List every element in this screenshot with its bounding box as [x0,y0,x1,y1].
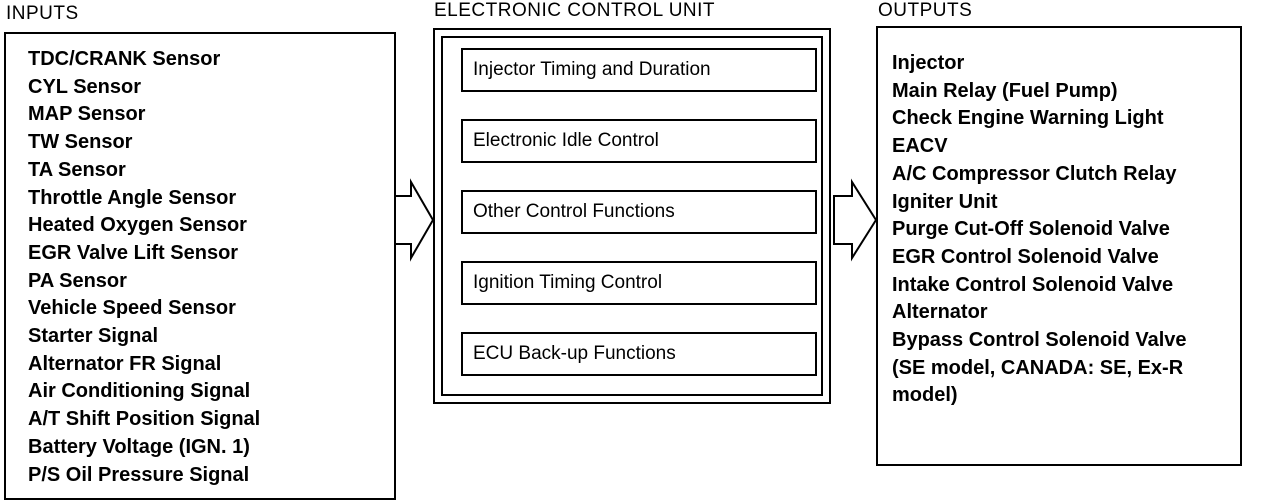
output-item: Purge Cut-Off Solenoid Valve [892,218,1170,241]
input-item: Heated Oxygen Sensor [28,214,247,237]
ecu-to-outputs-arrow [833,178,878,262]
ecu-function-other-control: Other Control Functions [461,190,817,234]
input-item: Air Conditioning Signal [28,380,251,403]
ecu-function-injector-timing: Injector Timing and Duration [461,48,817,92]
outputs-list: Injector Main Relay (Fuel Pump) Check En… [892,50,1187,410]
input-item: A/T Shift Position Signal [28,408,261,431]
ecu-function-label: Other Control Functions [473,201,675,222]
ecu-function-label: Injector Timing and Duration [473,59,711,80]
output-item: Igniter Unit [892,190,998,213]
output-item: Main Relay (Fuel Pump) [892,79,1118,102]
output-item: EACV [892,135,948,158]
ecu-function-idle-control: Electronic Idle Control [461,119,817,163]
output-item: Bypass Control Solenoid Valve [892,329,1187,352]
input-item: TA Sensor [28,158,126,181]
ecu-function-label: Ignition Timing Control [473,272,663,293]
ecu-function-backup: ECU Back-up Functions [461,332,817,376]
ecu-heading: ELECTRONIC CONTROL UNIT [434,0,716,21]
input-item: EGR Valve Lift Sensor [28,241,239,264]
output-item: EGR Control Solenoid Valve [892,245,1159,268]
input-item: Throttle Angle Sensor [28,186,237,209]
input-item: Vehicle Speed Sensor [28,297,236,320]
output-item: Injector [892,52,965,74]
output-item: model) [892,384,958,407]
inputs-box: TDC/CRANK Sensor CYL Sensor MAP Sensor T… [4,32,396,500]
inputs-to-ecu-arrow [394,178,435,262]
ecu-function-ignition-timing: Ignition Timing Control [461,261,817,305]
input-item: CYL Sensor [28,75,141,98]
input-item: Battery Voltage (IGN. 1) [28,435,250,458]
input-item: P/S Oil Pressure Signal [28,463,250,486]
input-item: TDC/CRANK Sensor [28,48,221,70]
output-item: Alternator [892,301,988,324]
input-item: PA Sensor [28,269,127,292]
ecu-inner-box: Injector Timing and Duration Electronic … [441,36,823,396]
output-item: A/C Compressor Clutch Relay [892,162,1177,185]
output-item: Check Engine Warning Light [892,107,1164,130]
input-item: MAP Sensor [28,103,146,126]
output-item: Intake Control Solenoid Valve [892,273,1174,296]
input-item: TW Sensor [28,131,133,154]
outputs-heading: OUTPUTS [878,0,973,21]
input-item: Alternator FR Signal [28,352,222,375]
outputs-box: Injector Main Relay (Fuel Pump) Check En… [876,26,1242,466]
output-item: (SE model, CANADA: SE, Ex-R [892,356,1184,379]
ecu-function-label: Electronic Idle Control [473,130,659,151]
input-item: Starter Signal [28,325,159,348]
ecu-outer-box: Injector Timing and Duration Electronic … [433,28,831,404]
inputs-heading: INPUTS [6,3,79,24]
inputs-list: TDC/CRANK Sensor CYL Sensor MAP Sensor T… [28,46,260,489]
ecu-function-label: ECU Back-up Functions [473,343,676,364]
